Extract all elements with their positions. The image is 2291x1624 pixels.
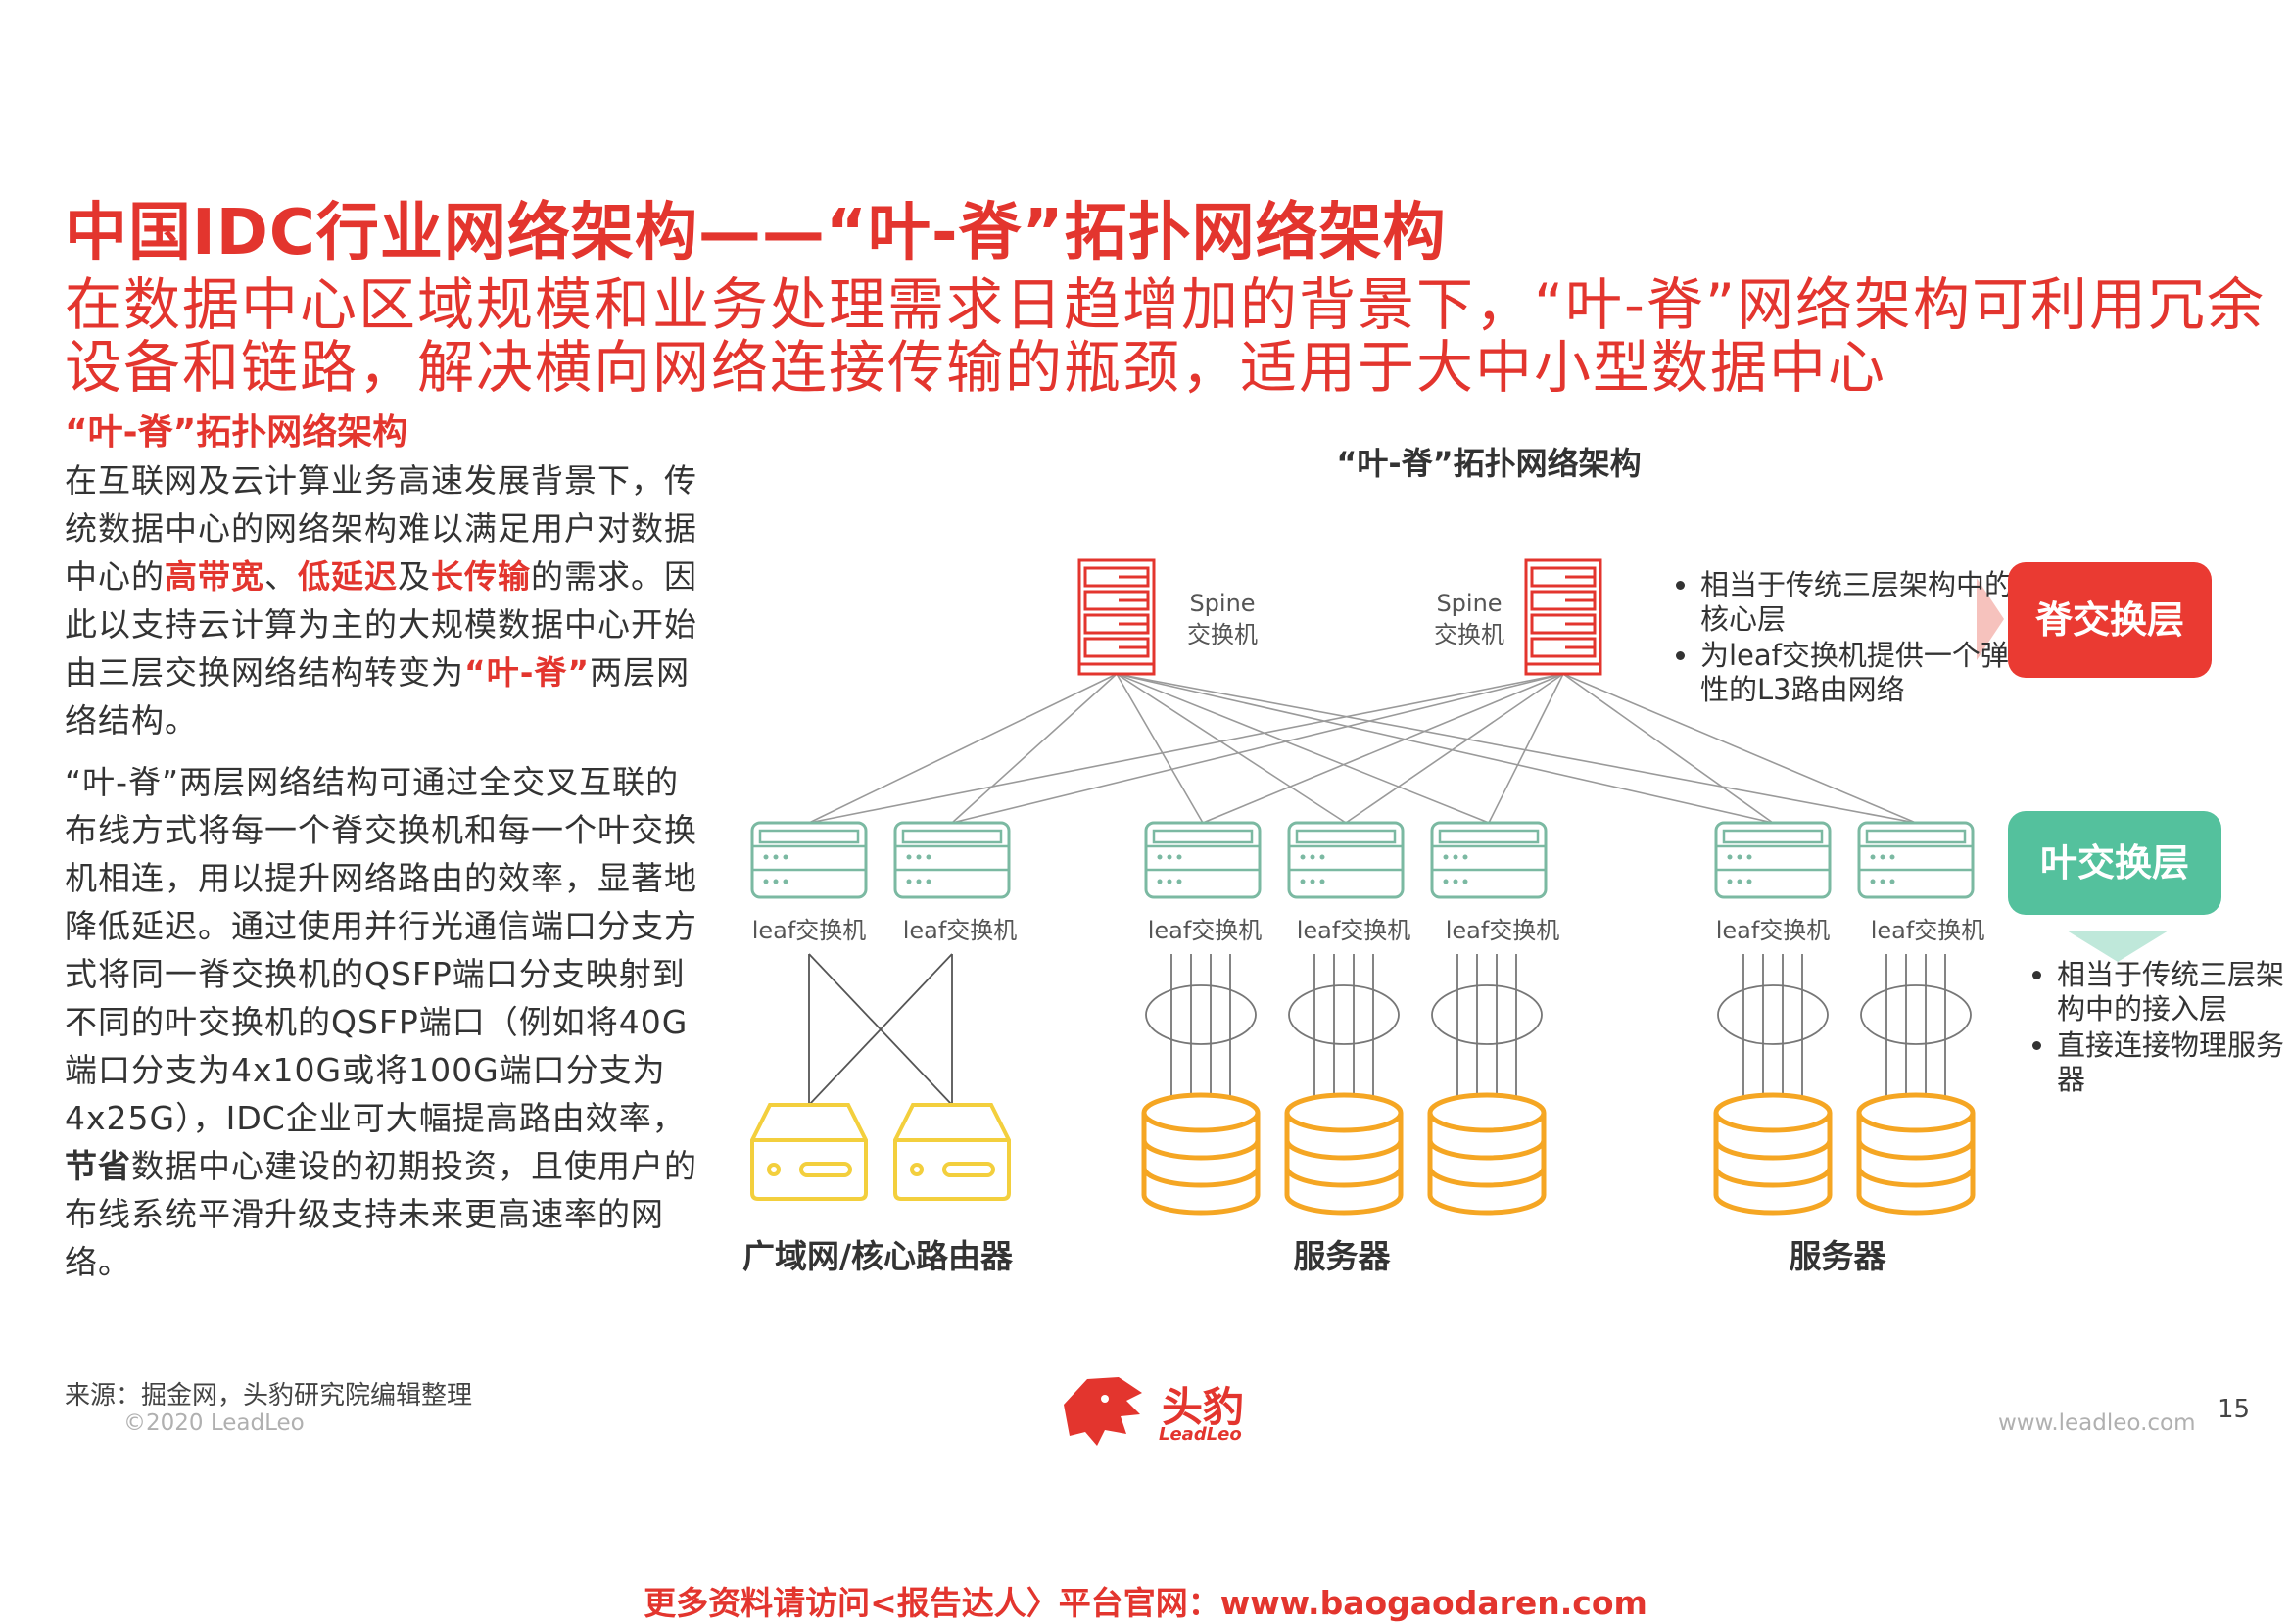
paragraph-2: “叶-脊”两层网络结构可通过全交叉互联的布线方式将每一个脊交换机和每一个叶交换机… bbox=[65, 758, 711, 1286]
highlight-long-transmission: 长传输 bbox=[431, 557, 531, 596]
leaf-switch-icons bbox=[750, 821, 1975, 899]
leaf-switch-icon-7 bbox=[1857, 821, 1975, 899]
spine-1-to-leaf-4-link bbox=[1116, 673, 1347, 824]
server-icon-1 bbox=[1144, 1095, 1258, 1213]
spine-2-to-leaf-3-link bbox=[1202, 673, 1564, 824]
spine-1-to-leaf-6-link bbox=[1116, 673, 1774, 824]
leaf-label-5: leaf交换机 bbox=[1445, 917, 1560, 944]
server-icon-4 bbox=[1716, 1095, 1830, 1213]
spine-label-2-line1: Spine bbox=[1436, 590, 1503, 617]
spine-1-to-leaf-3-link bbox=[1116, 673, 1204, 824]
website-text: www.leadleo.com bbox=[1998, 1410, 2196, 1436]
spine-pointer-icon bbox=[1977, 578, 2004, 660]
highlight-leaf-spine: “叶-脊” bbox=[464, 653, 591, 692]
leaf-pointer-icon bbox=[2067, 931, 2169, 962]
spine-leaf-links bbox=[808, 673, 1917, 824]
leaf-label-6: leaf交换机 bbox=[1715, 917, 1831, 944]
leaf-label-4: leaf交换机 bbox=[1296, 917, 1411, 944]
leaf-switch-icon-5 bbox=[1430, 821, 1548, 899]
spine-note-1: 相当于传统三层架构中的核心层 bbox=[1700, 568, 2014, 637]
server-bundle-2 bbox=[1288, 954, 1400, 1097]
leaf-layer-badge: 叶交换层 bbox=[2008, 811, 2221, 915]
leaf-switch-icon-6 bbox=[1714, 821, 1832, 899]
server-bundle-1 bbox=[1145, 954, 1257, 1097]
link-bundle-ring bbox=[1717, 984, 1829, 1045]
p1-text-3: 及 bbox=[398, 557, 431, 596]
server-bundle-4 bbox=[1717, 954, 1829, 1097]
router-icon-1 bbox=[750, 1103, 868, 1201]
highlight-high-bandwidth: 高带宽 bbox=[165, 557, 264, 596]
leaf-label-3: leaf交换机 bbox=[1147, 917, 1263, 944]
leaf-label-1: leaf交换机 bbox=[751, 917, 867, 944]
spine-label-1-line2: 交换机 bbox=[1187, 621, 1258, 648]
spine-1-to-leaf-7-link bbox=[1116, 673, 1917, 824]
spine-2-to-leaf-1-link bbox=[808, 673, 1564, 824]
leaf-note-2: 直接连接物理服务器 bbox=[2057, 1028, 2288, 1097]
spine-2-to-leaf-4-link bbox=[1345, 673, 1564, 824]
highlight-low-latency: 低延迟 bbox=[298, 557, 398, 596]
highlight-save: 节省 bbox=[65, 1147, 131, 1185]
link-bundle-ring bbox=[1145, 984, 1257, 1045]
leaf-switch-icon-2 bbox=[893, 821, 1011, 899]
p1-text-4: 的需求。因此以支持云计算为主的大规模数据中心开始由三层交换网络结构转变为 bbox=[65, 557, 697, 692]
spine-layer-badge: 脊交换层 bbox=[2008, 562, 2212, 678]
router-links bbox=[808, 953, 953, 1106]
page-number: 15 bbox=[2218, 1395, 2251, 1424]
logo-text: 头豹 bbox=[1162, 1383, 1245, 1431]
spine-1-to-leaf-1-link bbox=[808, 673, 1118, 824]
leaf-notes: 相当于传统三层架构中的接入层 直接连接物理服务器 bbox=[2024, 958, 2288, 1099]
link-bundle-ring bbox=[1860, 984, 1972, 1045]
p1-text-1: 在互联网及云计算业务高速发展背景下，传统数据中心的网络架构难以满足用户对数据中心… bbox=[65, 461, 697, 596]
p1-text-5: 两层网络结构。 bbox=[65, 653, 691, 740]
router-icon-2 bbox=[893, 1103, 1011, 1201]
logo-subtext: LeadLeo bbox=[1159, 1424, 1242, 1445]
leadleo-logo-icon bbox=[1064, 1377, 1142, 1446]
server-icon-2 bbox=[1287, 1095, 1401, 1213]
leaf-label-2: leaf交换机 bbox=[902, 917, 1018, 944]
spine-label-1-line1: Spine bbox=[1189, 590, 1256, 617]
spine-1-to-leaf-2-link bbox=[951, 673, 1118, 824]
copyright: ©2020 LeadLeo bbox=[123, 1410, 305, 1436]
page-title: 中国IDC行业网络架构——“叶-脊”拓扑网络架构 bbox=[65, 197, 1447, 269]
group-label-router: 广域网/核心路由器 bbox=[741, 1237, 1014, 1275]
section-heading: “叶-脊”拓扑网络架构 bbox=[65, 412, 408, 453]
spine-label-2-line2: 交换机 bbox=[1434, 621, 1504, 648]
source-note: 来源：掘金网，头豹研究院编辑整理 bbox=[65, 1381, 473, 1410]
server-bundle-5 bbox=[1860, 954, 1972, 1097]
p1-text-2: 、 bbox=[264, 557, 298, 596]
p2-text-1: “叶-脊”两层网络结构可通过全交叉互联的布线方式将每一个脊交换机和每一个叶交换机… bbox=[65, 763, 697, 1137]
spine-2-to-leaf-6-link bbox=[1562, 673, 1774, 824]
link-bundle-ring bbox=[1431, 984, 1543, 1045]
spine-1-to-leaf-5-link bbox=[1116, 673, 1490, 824]
server-icons bbox=[1144, 1095, 1973, 1213]
spine-2-to-leaf-7-link bbox=[1562, 673, 1917, 824]
diagram-title: “叶-脊”拓扑网络架构 bbox=[1336, 445, 1642, 482]
group-label-servers-2: 服务器 bbox=[1789, 1237, 1886, 1275]
footer-banner-link[interactable]: 更多资料请访问<报告达人〉平台官网：www.baogaodaren.com bbox=[644, 1584, 1647, 1622]
spine-note-2: 为leaf交换机提供一个弹性的L3路由网络 bbox=[1700, 639, 2014, 707]
spine-switch-icon-1 bbox=[1077, 558, 1156, 676]
spine-notes: 相当于传统三层架构中的核心层 为leaf交换机提供一个弹性的L3路由网络 bbox=[1667, 568, 2014, 709]
spine-switch-icon-2 bbox=[1524, 558, 1602, 676]
leaf-note-1: 相当于传统三层架构中的接入层 bbox=[2057, 958, 2288, 1027]
server-icon-5 bbox=[1859, 1095, 1973, 1213]
link-bundle-ring bbox=[1288, 984, 1400, 1045]
paragraph-1: 在互联网及云计算业务高速发展背景下，传统数据中心的网络架构难以满足用户对数据中心… bbox=[65, 456, 711, 744]
subtitle-line-2: 设备和链路，解决横向网络连接传输的瓶颈，适用于大中小型数据中心 bbox=[65, 334, 1887, 401]
leaf-switch-icon-3 bbox=[1144, 821, 1262, 899]
spine-2-to-leaf-5-link bbox=[1488, 673, 1564, 824]
leaf-switch-icon-1 bbox=[750, 821, 868, 899]
group-label-servers-1: 服务器 bbox=[1293, 1237, 1391, 1275]
spine-label-2: Spine 交换机 bbox=[1410, 588, 1528, 650]
server-bundle-3 bbox=[1431, 954, 1543, 1097]
p2-text-2: 数据中心建设的初期投资，且使用户的布线系统平滑升级支持未来更高速率的网络。 bbox=[65, 1147, 697, 1281]
server-icon-3 bbox=[1430, 1095, 1544, 1213]
server-link-bundles bbox=[1145, 954, 1972, 1097]
leaf-switch-icon-4 bbox=[1287, 821, 1405, 899]
leaf-label-7: leaf交换机 bbox=[1870, 917, 1985, 944]
subtitle-line-1: 在数据中心区域规模和业务处理需求日趋增加的背景下，“叶-脊”网络架构可利用冗余 bbox=[65, 271, 2267, 338]
spine-2-to-leaf-2-link bbox=[951, 673, 1564, 824]
spine-label-1: Spine 交换机 bbox=[1164, 588, 1281, 650]
